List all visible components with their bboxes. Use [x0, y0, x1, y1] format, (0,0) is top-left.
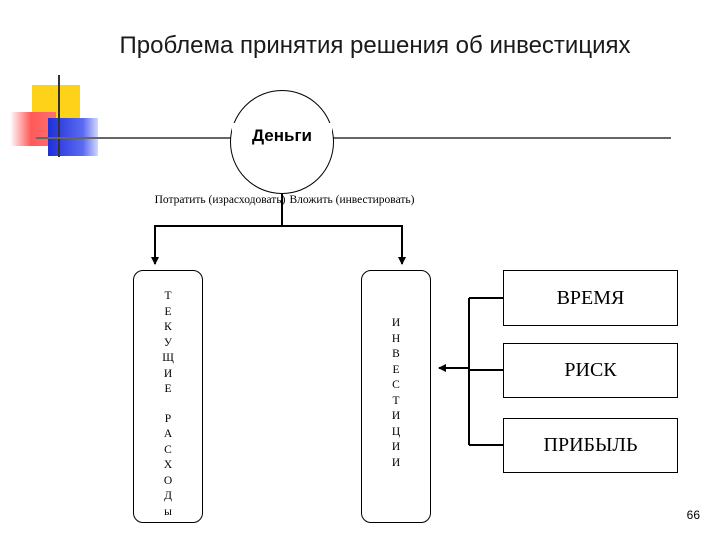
vertical-letter: И — [391, 441, 401, 453]
vertical-letter: И — [391, 456, 401, 469]
vertical-letter: Х — [163, 459, 173, 471]
vertical-letter: Е — [392, 363, 400, 376]
vertical-letter: А — [163, 428, 173, 440]
profit-factor-box: ПРИБЫЛЬ — [503, 418, 678, 473]
vertical-letter: К — [164, 321, 172, 333]
vertical-letter: Ц — [391, 425, 401, 438]
slide-title: Проблема принятия решения об инвестициях — [119, 32, 631, 59]
vertical-letter: Т — [164, 290, 172, 302]
vertical-letter: Е — [164, 305, 172, 318]
vertical-letter: И — [391, 317, 401, 329]
vertical-letter: В — [392, 348, 400, 360]
title-divider-line — [36, 137, 671, 139]
vertical-letter: Т — [392, 394, 400, 407]
page-number: 66 — [686, 508, 700, 522]
vertical-letter: Щ — [162, 352, 174, 364]
vertical-letter: Н — [391, 332, 401, 345]
risk-factor-box: РИСК — [503, 343, 678, 398]
word-gap — [134, 398, 202, 412]
investments-box: И Н В Е С Т И Ц И И — [361, 270, 431, 523]
vertical-letter: И — [391, 410, 401, 422]
decorative-vertical-line — [58, 75, 60, 157]
vertical-letter: Р — [164, 412, 172, 425]
vertical-letter: Е — [164, 383, 172, 395]
invest-branch-label: Вложить (инвестировать) — [289, 194, 415, 206]
money-label: Деньги — [232, 123, 332, 149]
vertical-letter: И — [163, 367, 173, 380]
vertical-letter: Д — [164, 490, 172, 502]
vertical-letter: У — [163, 336, 173, 349]
current-expenses-box: Т Е К У Щ И Е Р А С Х О Д ы — [133, 270, 203, 523]
time-factor-box: ВРЕМЯ — [503, 270, 678, 326]
vertical-letter: О — [163, 474, 173, 487]
vertical-letter: ы — [164, 505, 172, 518]
spend-branch-label: Потратить (израсходовать) — [154, 194, 286, 206]
vertical-letter: С — [392, 379, 400, 391]
vertical-letter: С — [164, 443, 172, 456]
